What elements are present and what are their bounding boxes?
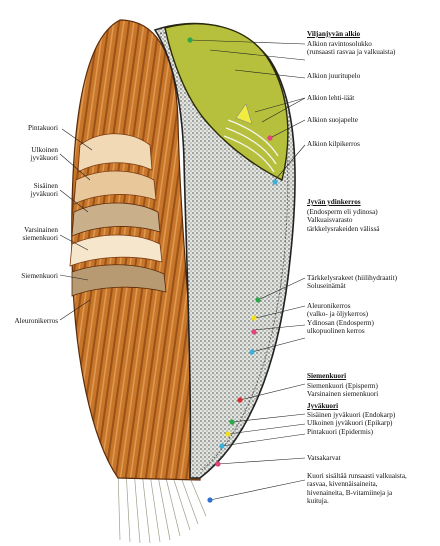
- heading-endosperm: Jyvän ydinkerros: [307, 198, 437, 206]
- label-aleuronikerros-right: Aleuronikerros (valko- ja öljykerros) Yd…: [307, 302, 437, 335]
- label-siemenkuori: Siemenkuori: [4, 272, 58, 280]
- label-alkion-juuritupelo: Alkion juuritupelo: [307, 72, 437, 80]
- label-alkion-lehti-iaat: Alkion lehti-iäät: [307, 94, 437, 102]
- label-varsinainen-siemenkuori: Varsinainen siemenkuori: [4, 226, 58, 243]
- label-alkion-ravintosolukko: Alkion ravintosolukko (runsaasti rasvaa …: [307, 40, 437, 57]
- heading-germ: Viljanjyvän alkio: [307, 30, 437, 38]
- label-vatsakarvat: Vatsakarvat: [307, 454, 437, 462]
- label-tarkkelysrakeet: Tärkkelysrakeet (hiilihydraatit) Solusei…: [307, 274, 437, 291]
- label-alkion-kilpikerros: Alkion kilpikerros: [307, 140, 437, 148]
- label-kuori-sisaltaa: Kuori sisältää runsaasti valkuaista, ras…: [307, 472, 437, 505]
- heading-seed-coat: Siemenkuori: [307, 372, 437, 380]
- heading-husk: Jyväkuori: [307, 402, 437, 410]
- label-sisainen-jyvakuori: Sisäinen jyväkuori: [4, 182, 58, 199]
- label-ulkoinen-jyvakuori: Ulkoinen jyväkuori: [4, 146, 58, 163]
- label-pintakuori: Pintakuori: [4, 124, 58, 132]
- kernel-hairs: [118, 470, 206, 543]
- label-aleuronikerros: Aleuronikerros: [4, 317, 58, 325]
- label-jyvakuori-layers: Sisäinen jyväkuori (Endokarp) Ulkoinen j…: [307, 411, 437, 436]
- label-alkion-suojapelte: Alkion suojapelte: [307, 116, 437, 124]
- label-siemenkuori-episperm: Siemenkuori (Episperm) Varsinainen sieme…: [307, 382, 437, 399]
- label-valkuaisvarasto: (Endosperm eli ydinosa) Valkuaisvarasto …: [307, 208, 437, 233]
